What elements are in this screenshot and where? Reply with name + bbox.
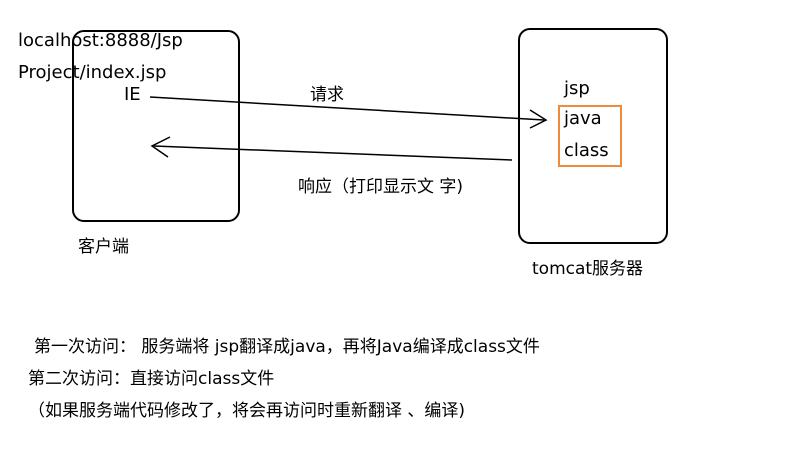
request-label: 请求 <box>310 85 344 105</box>
browser-label: IE <box>124 84 141 105</box>
response-arrow <box>150 136 513 161</box>
client-box <box>72 30 240 222</box>
server-item-jsp: jsp <box>564 78 590 99</box>
java-class-highlight-box <box>558 105 622 167</box>
url-line-1: localhost:8888/Jsp <box>18 30 183 51</box>
server-item-class: class <box>564 140 609 161</box>
response-label: 响应（打印显示文 字) <box>298 177 464 197</box>
request-arrow <box>149 96 548 129</box>
url-line-2: Project/index.jsp <box>18 62 167 83</box>
server-item-java: java <box>564 108 602 129</box>
note-first-visit: 第一次访问： 服务端将 jsp翻译成java，再将Java编译成class文件 <box>34 337 540 357</box>
server-label: tomcat服务器 <box>532 259 644 279</box>
note-modification: （如果服务端代码修改了，将会再访问时重新翻译 、编译) <box>28 401 466 421</box>
client-label: 客户端 <box>78 237 129 257</box>
note-second-visit: 第二次访问：直接访问class文件 <box>28 369 275 389</box>
server-box <box>518 28 668 244</box>
